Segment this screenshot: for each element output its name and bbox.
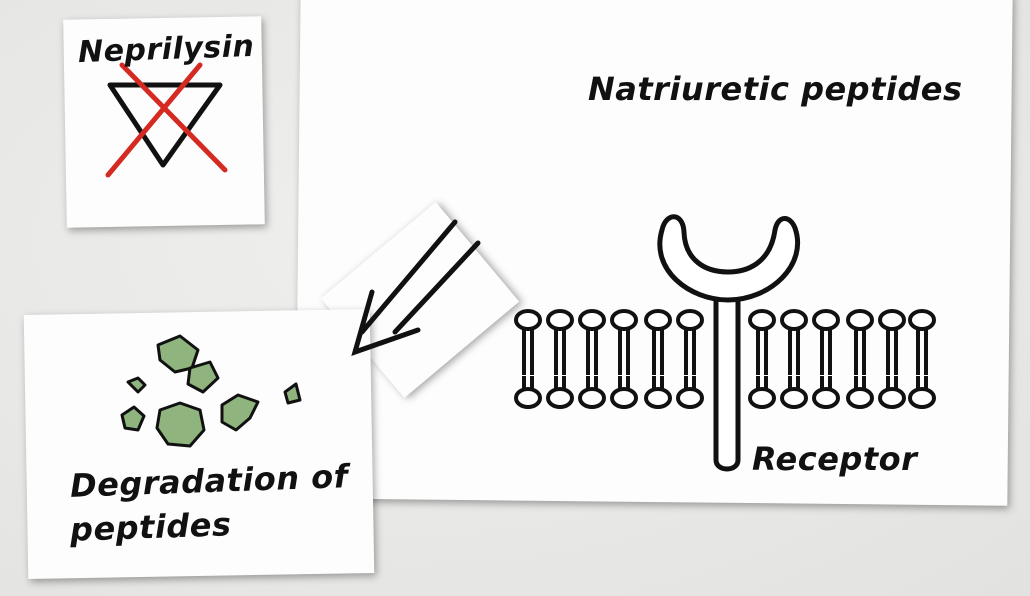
lipid xyxy=(546,309,574,409)
cell-membrane-icon xyxy=(514,309,936,409)
receptor-icon xyxy=(657,214,800,472)
lipid xyxy=(908,309,936,409)
lipid xyxy=(878,309,906,409)
lipid xyxy=(846,309,874,409)
lipid xyxy=(676,309,704,409)
natriuretic-peptides-title: Natriuretic peptides xyxy=(588,70,963,108)
lipid xyxy=(610,309,638,409)
lipid xyxy=(780,309,808,409)
cross-line xyxy=(105,62,203,178)
lipid xyxy=(748,309,776,409)
degradation-label-line2: peptides xyxy=(69,505,233,549)
cross-line xyxy=(119,62,228,173)
lipid xyxy=(578,309,606,409)
arrow-icon xyxy=(351,219,481,356)
lipid xyxy=(812,309,840,409)
neprilysin-triangle-icon xyxy=(107,82,223,168)
lipid xyxy=(644,309,672,409)
peptide-fragments-icon xyxy=(120,334,302,448)
receptor-label: Receptor xyxy=(752,440,918,478)
neprilysin-label: Neprilysin xyxy=(77,28,255,71)
lipid xyxy=(514,309,542,409)
